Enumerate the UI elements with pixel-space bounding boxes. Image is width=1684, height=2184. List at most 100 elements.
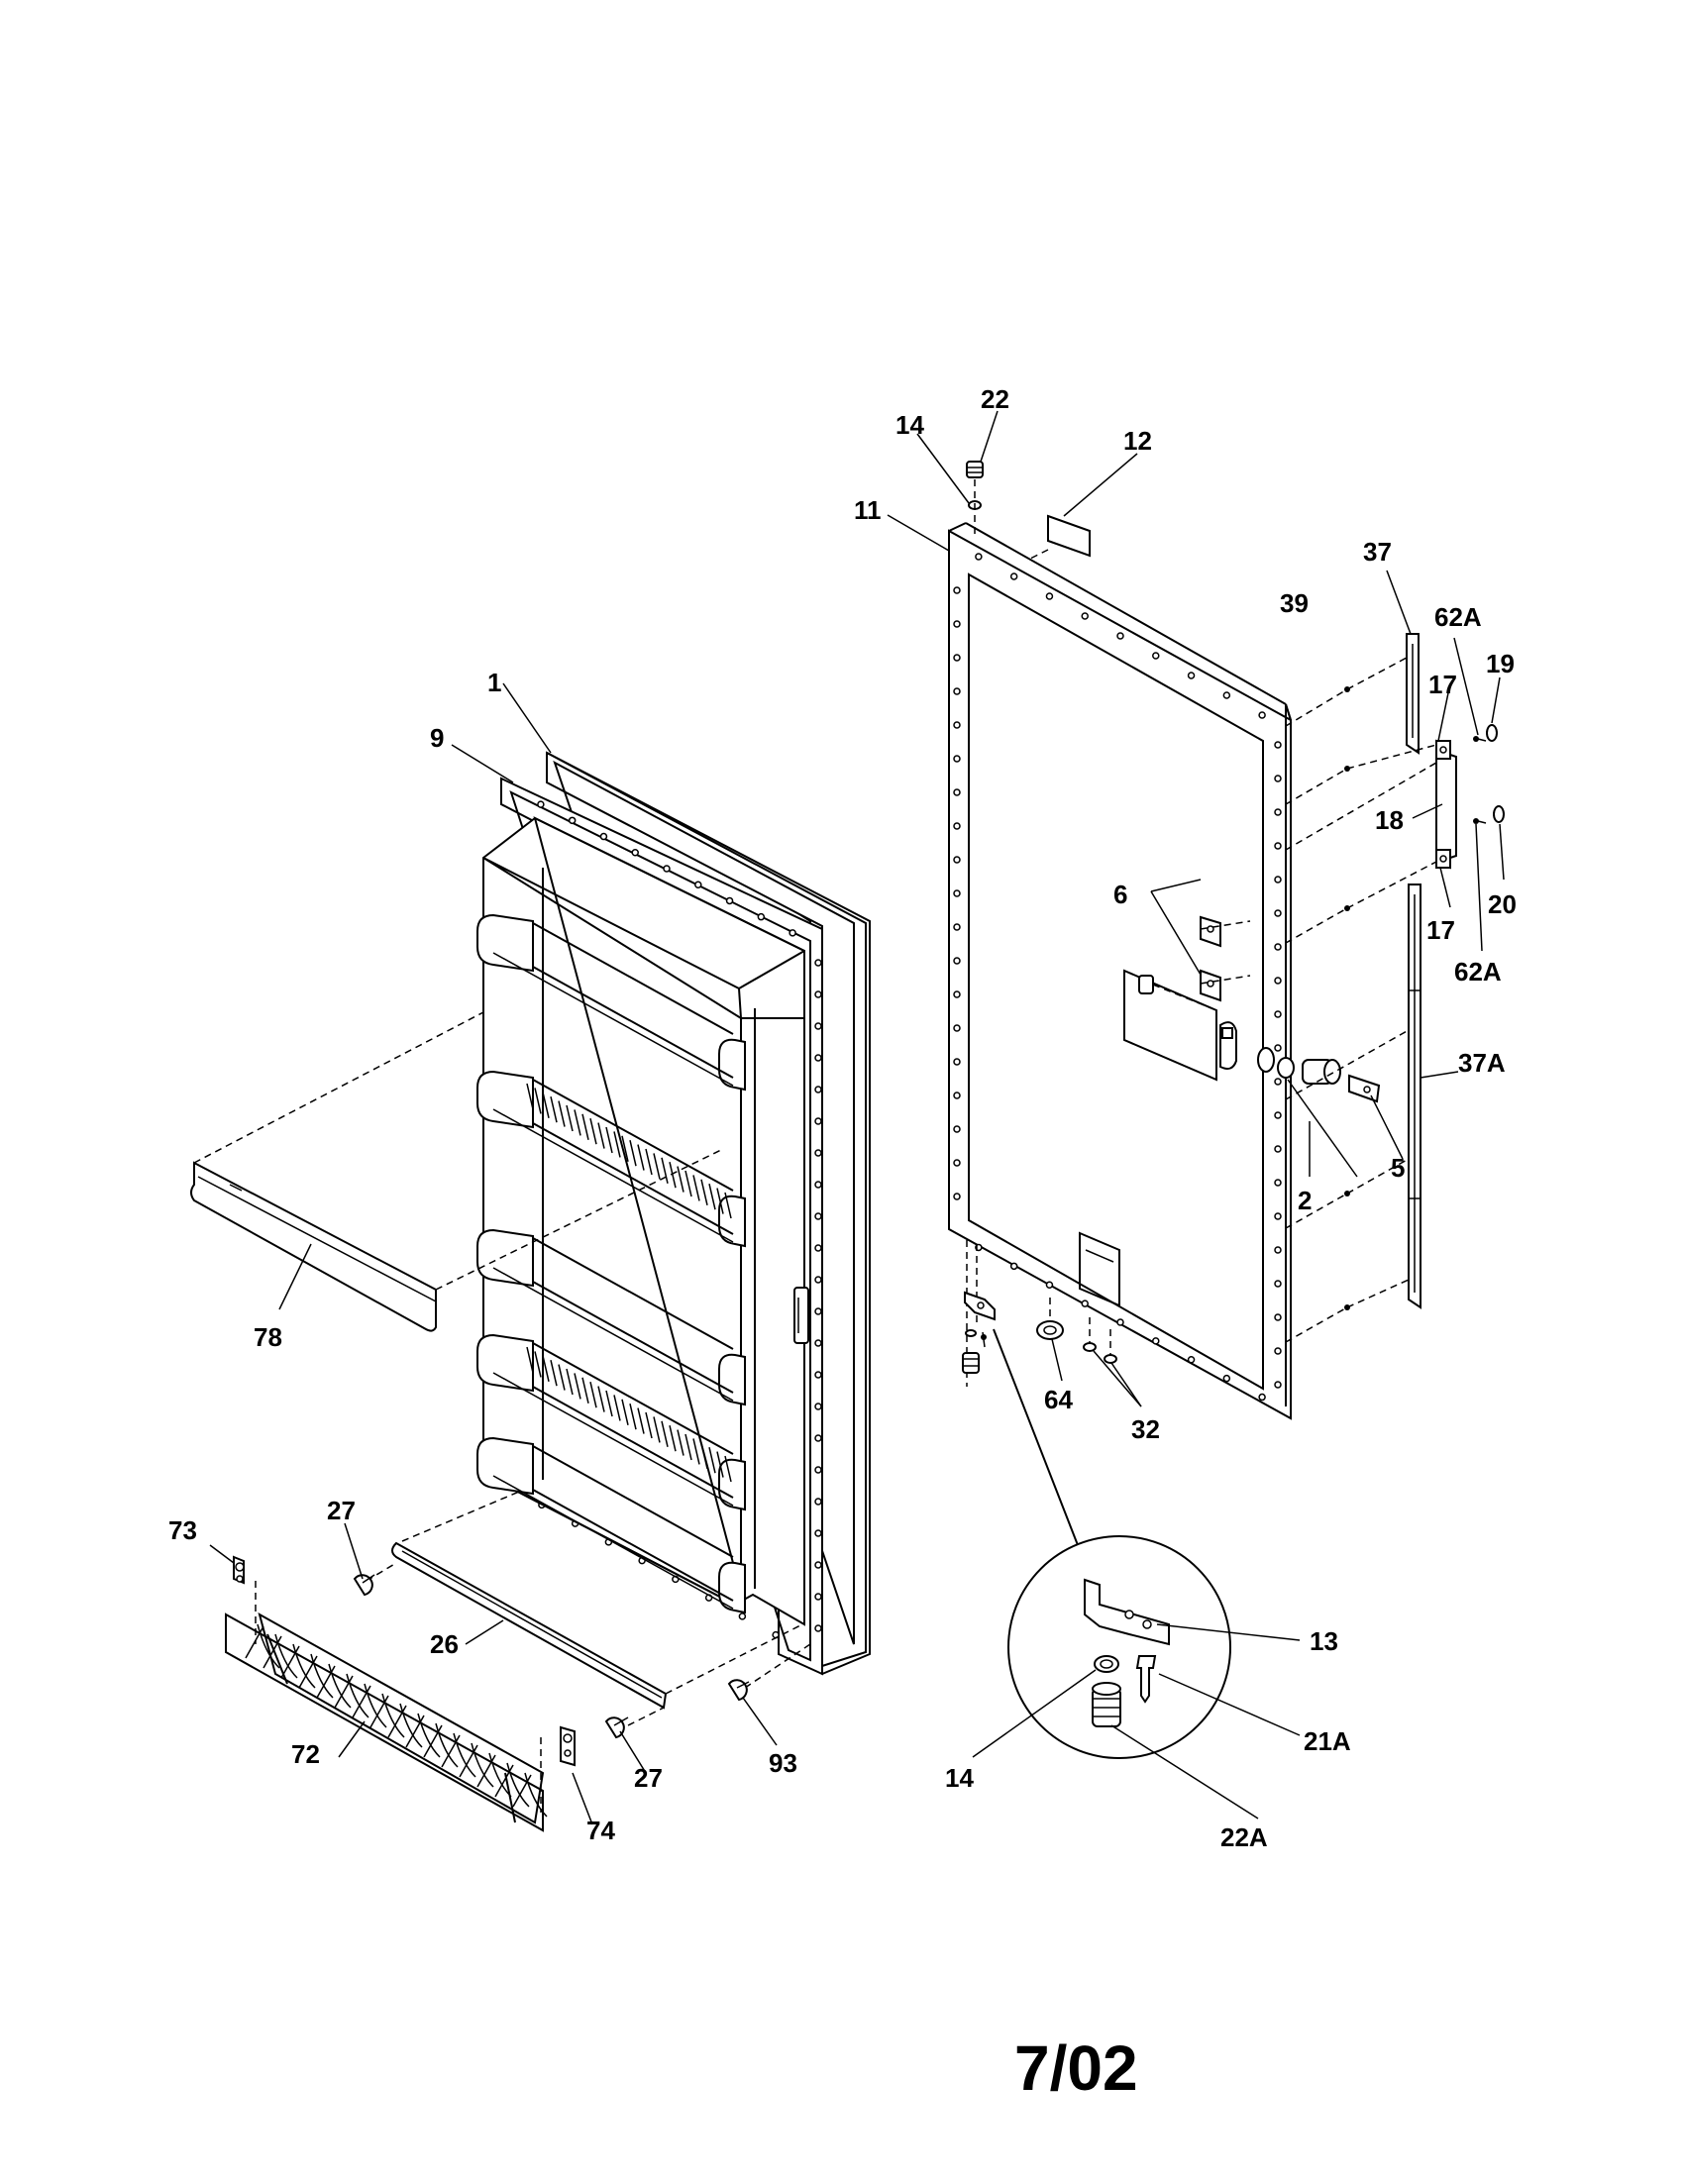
- shelf-end-right: [718, 1458, 746, 1511]
- callout-26: 26: [430, 1629, 459, 1659]
- shelf-grille-bar: [526, 1083, 534, 1110]
- shelf-grille-bar: [724, 1455, 732, 1483]
- screw-hole: [814, 1339, 822, 1347]
- screw-hole: [814, 1624, 822, 1632]
- screw-hole: [953, 1058, 961, 1066]
- screw-hole: [1274, 977, 1282, 985]
- screw-hole: [953, 788, 961, 796]
- screw-hole: [953, 923, 961, 931]
- shelf-grille-bar: [653, 1153, 661, 1180]
- basket-wire: [263, 1635, 282, 1669]
- door-shelves: [476, 913, 746, 1614]
- screw-hole: [1116, 632, 1124, 640]
- shelf-rail-line: [532, 922, 734, 1035]
- basket-wire: [405, 1715, 425, 1748]
- screw-hole: [1274, 943, 1282, 951]
- basket-wire: [441, 1734, 461, 1768]
- screw-hole: [1152, 1337, 1160, 1345]
- basket-wire: [352, 1685, 371, 1718]
- screw-hole: [1274, 741, 1282, 749]
- shelf-grille-bar: [605, 1126, 613, 1154]
- screw-hole: [537, 800, 545, 808]
- screw-hole: [953, 1024, 961, 1032]
- shelf-grille-bar: [550, 1360, 558, 1387]
- basket-rib: [453, 1732, 476, 1778]
- basket-wire: [494, 1764, 514, 1798]
- shelf-grille-bar: [566, 1368, 574, 1396]
- screw-hole: [953, 957, 961, 965]
- shelf-grille-bar: [566, 1104, 574, 1132]
- shelf-grille-bar: [574, 1373, 581, 1400]
- callout-73: 73: [168, 1515, 197, 1545]
- shelf-grille-bar: [708, 1184, 716, 1210]
- screw-hole: [631, 849, 639, 857]
- basket-rib: [417, 1713, 441, 1758]
- screw-hole: [1274, 1179, 1282, 1187]
- screw-hole: [568, 816, 577, 825]
- screw-hole: [1258, 1393, 1266, 1402]
- shelf-grille-bar: [677, 1166, 684, 1193]
- screw-hole: [1274, 1111, 1282, 1119]
- screw-hole: [1274, 1313, 1282, 1321]
- callout-93: 93: [769, 1748, 797, 1778]
- shelf-rail-line: [532, 1079, 734, 1192]
- shelf-grille-bar: [526, 1346, 534, 1374]
- basket-rib: [471, 1742, 494, 1788]
- shelf-rail-line: [492, 1267, 734, 1402]
- bottom-hinge-parts: [962, 1240, 1117, 1546]
- shelf-grille-bar: [637, 1144, 645, 1171]
- callout-14-detail: 14: [945, 1763, 974, 1793]
- basket-rib: [524, 1772, 548, 1818]
- callout-6: 6: [1113, 880, 1127, 909]
- shelf-rail-line: [492, 1475, 734, 1610]
- screw-hole: [1274, 909, 1282, 917]
- shelf-rail-line: [532, 1489, 734, 1602]
- screw-hole: [814, 1212, 822, 1220]
- screw-hole: [599, 832, 608, 841]
- shelf-grille-bar: [716, 1451, 724, 1478]
- screw-hole: [953, 990, 961, 998]
- screw-hole: [814, 1371, 822, 1379]
- callout-13: 13: [1310, 1626, 1338, 1656]
- shelf-grille-bar: [542, 1092, 550, 1118]
- shelf-grille-bar: [645, 1411, 653, 1439]
- leader-lines: [209, 410, 1505, 1825]
- shelf-end-left: [476, 1436, 534, 1496]
- screw-hole: [725, 896, 734, 905]
- screw-hole: [814, 1276, 822, 1284]
- screw-hole: [953, 822, 961, 830]
- callout-64: 64: [1044, 1385, 1073, 1414]
- screw-hole: [1274, 842, 1282, 850]
- callout-19: 19: [1486, 649, 1515, 678]
- callout-37: 37: [1363, 537, 1392, 567]
- shelf-grille-bar: [700, 1442, 708, 1469]
- shelf-grille-bar: [558, 1100, 566, 1127]
- shelf-grille-bar: [589, 1382, 597, 1408]
- screw-hole: [1045, 1281, 1054, 1289]
- callout-5: 5: [1391, 1153, 1405, 1183]
- screw-hole: [1116, 1318, 1124, 1326]
- callout-12: 12: [1123, 426, 1152, 456]
- screw-hole: [814, 1117, 822, 1125]
- screw-hole: [975, 553, 983, 561]
- basket-rib: [346, 1673, 369, 1718]
- shelf-rail-line: [492, 952, 734, 1087]
- shelf-grille-bar: [684, 1433, 692, 1461]
- shelf-grille-bar: [669, 1425, 677, 1452]
- shelf-grille-bar: [661, 1157, 669, 1184]
- screw-hole: [1274, 1246, 1282, 1254]
- basket-wire: [245, 1625, 264, 1659]
- screw-hole: [814, 1086, 822, 1093]
- basket-wire: [476, 1754, 496, 1788]
- callout-21A: 21A: [1304, 1726, 1351, 1756]
- screw-hole: [814, 1403, 822, 1410]
- basket-rib: [506, 1762, 530, 1808]
- hinge-detail-view: [1007, 1535, 1231, 1759]
- shelf-grille-bar: [581, 1377, 589, 1404]
- screw-hole: [1274, 1212, 1282, 1220]
- screw-hole: [953, 620, 961, 628]
- basket-wire: [298, 1655, 318, 1689]
- shelf-grille-bar: [613, 1131, 621, 1158]
- shelf-rail-line: [492, 1372, 734, 1507]
